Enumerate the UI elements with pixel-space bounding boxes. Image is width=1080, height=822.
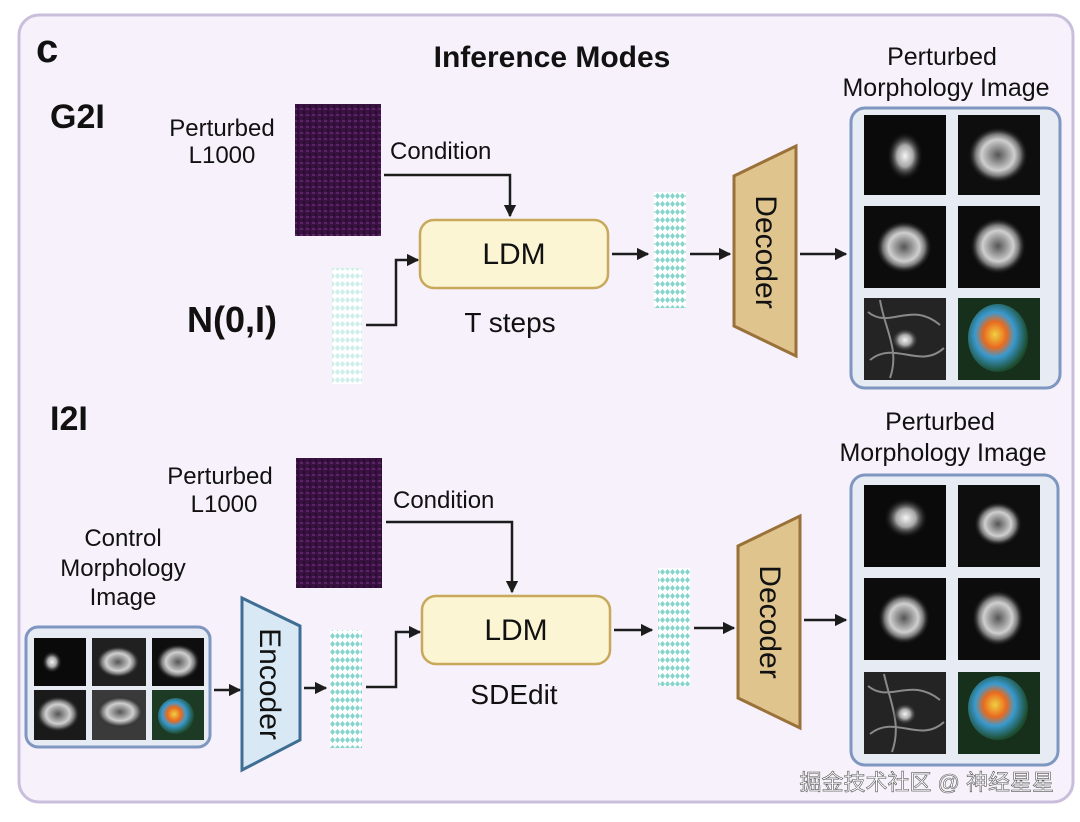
g2i-noise-arrow [366, 253, 420, 327]
g2i-cell-nucleus-4 [970, 218, 1026, 274]
watermark: 掘金技术社区 @ 神经星星 [799, 770, 1054, 795]
i2i-l1000-heatmap [296, 458, 382, 588]
i2i-cell-nucleus-2 [974, 502, 1022, 546]
i2i-decoder-shape [736, 513, 802, 731]
i2i-cell-nucleus-1 [884, 498, 928, 538]
i2i-ldm-label: LDM [484, 614, 547, 647]
i2i-ldm-box [420, 594, 612, 666]
i2i-condition-arrow [386, 520, 519, 594]
g2i-condition-label: Condition [390, 138, 491, 165]
g2i-cell-nucleus-5 [891, 328, 919, 352]
i2i-perturbed-label-line1: Perturbed [167, 463, 272, 490]
control-cell-nucleus-3 [156, 644, 200, 680]
g2i-output-latent [654, 192, 686, 308]
g2i-cell-nucleus-2 [968, 127, 1028, 183]
i2i-input-latent [330, 630, 362, 748]
i2i-encoder-shape [240, 595, 302, 773]
g2i-perturbed-label-line1: Perturbed [169, 115, 274, 142]
g2i-decoder-label: Decoder [749, 195, 782, 308]
g2i-output-images [864, 115, 1040, 380]
i2i-control-label-line1: Control [84, 525, 161, 552]
g2i-ldm-label: LDM [482, 238, 545, 271]
i2i-method-label: SDEdit [470, 679, 557, 710]
i2i-control-label-line3: Image [90, 584, 157, 611]
g2i-cell-nucleus-1 [887, 132, 923, 180]
g2i-noise-label: N(0,I) [187, 299, 277, 340]
g2i-condition-arrow [384, 173, 517, 218]
i2i-label: I2I [50, 400, 88, 438]
i2i-output-images [864, 485, 1040, 754]
i2i-cell-nucleus-3 [878, 592, 930, 644]
i2i-latent-to-ldm-arrow [366, 625, 422, 689]
g2i-label: G2I [50, 98, 105, 136]
i2i-decoder-label: Decoder [753, 565, 786, 678]
figure-title: Inference Modes [434, 41, 671, 74]
panel-letter: c [36, 27, 58, 71]
i2i-output-latent [658, 568, 690, 686]
i2i-output-title-line1: Perturbed [885, 408, 995, 436]
i2i-control-label-line2: Morphology [60, 555, 185, 582]
control-cell-nucleus-1 [42, 651, 62, 673]
g2i-perturbed-label-line2: L1000 [189, 142, 256, 169]
i2i-cell-nucleus-5 [893, 703, 917, 725]
control-cell-composite-6 [158, 698, 194, 734]
g2i-cell-filaments-5 [867, 299, 945, 379]
g2i-ldm-box [418, 218, 610, 290]
i2i-cell-nucleus-4 [972, 590, 1024, 646]
g2i-noise-latent [332, 268, 362, 384]
i2i-encoder-label: Encoder [253, 628, 286, 740]
control-cell-nucleus-2 [96, 646, 140, 678]
g2i-decoder-shape [732, 143, 798, 359]
i2i-control-images [34, 638, 204, 740]
g2i-output-title-line1: Perturbed [887, 43, 997, 71]
i2i-condition-label: Condition [393, 487, 494, 514]
panel-background [17, 13, 1075, 804]
control-cell-nucleus-4 [36, 696, 80, 732]
g2i-steps-label: T steps [464, 307, 555, 338]
g2i-cell-nucleus-3 [876, 221, 932, 273]
g2i-output-title-line2: Morphology Image [842, 74, 1049, 102]
i2i-cell-composite-6 [968, 676, 1028, 740]
g2i-cell-composite-6 [968, 304, 1028, 372]
control-cell-nucleus-5 [96, 696, 144, 728]
i2i-output-title-line2: Morphology Image [839, 439, 1046, 467]
g2i-l1000-heatmap [295, 104, 381, 236]
i2i-perturbed-label-line2: L1000 [191, 491, 258, 518]
